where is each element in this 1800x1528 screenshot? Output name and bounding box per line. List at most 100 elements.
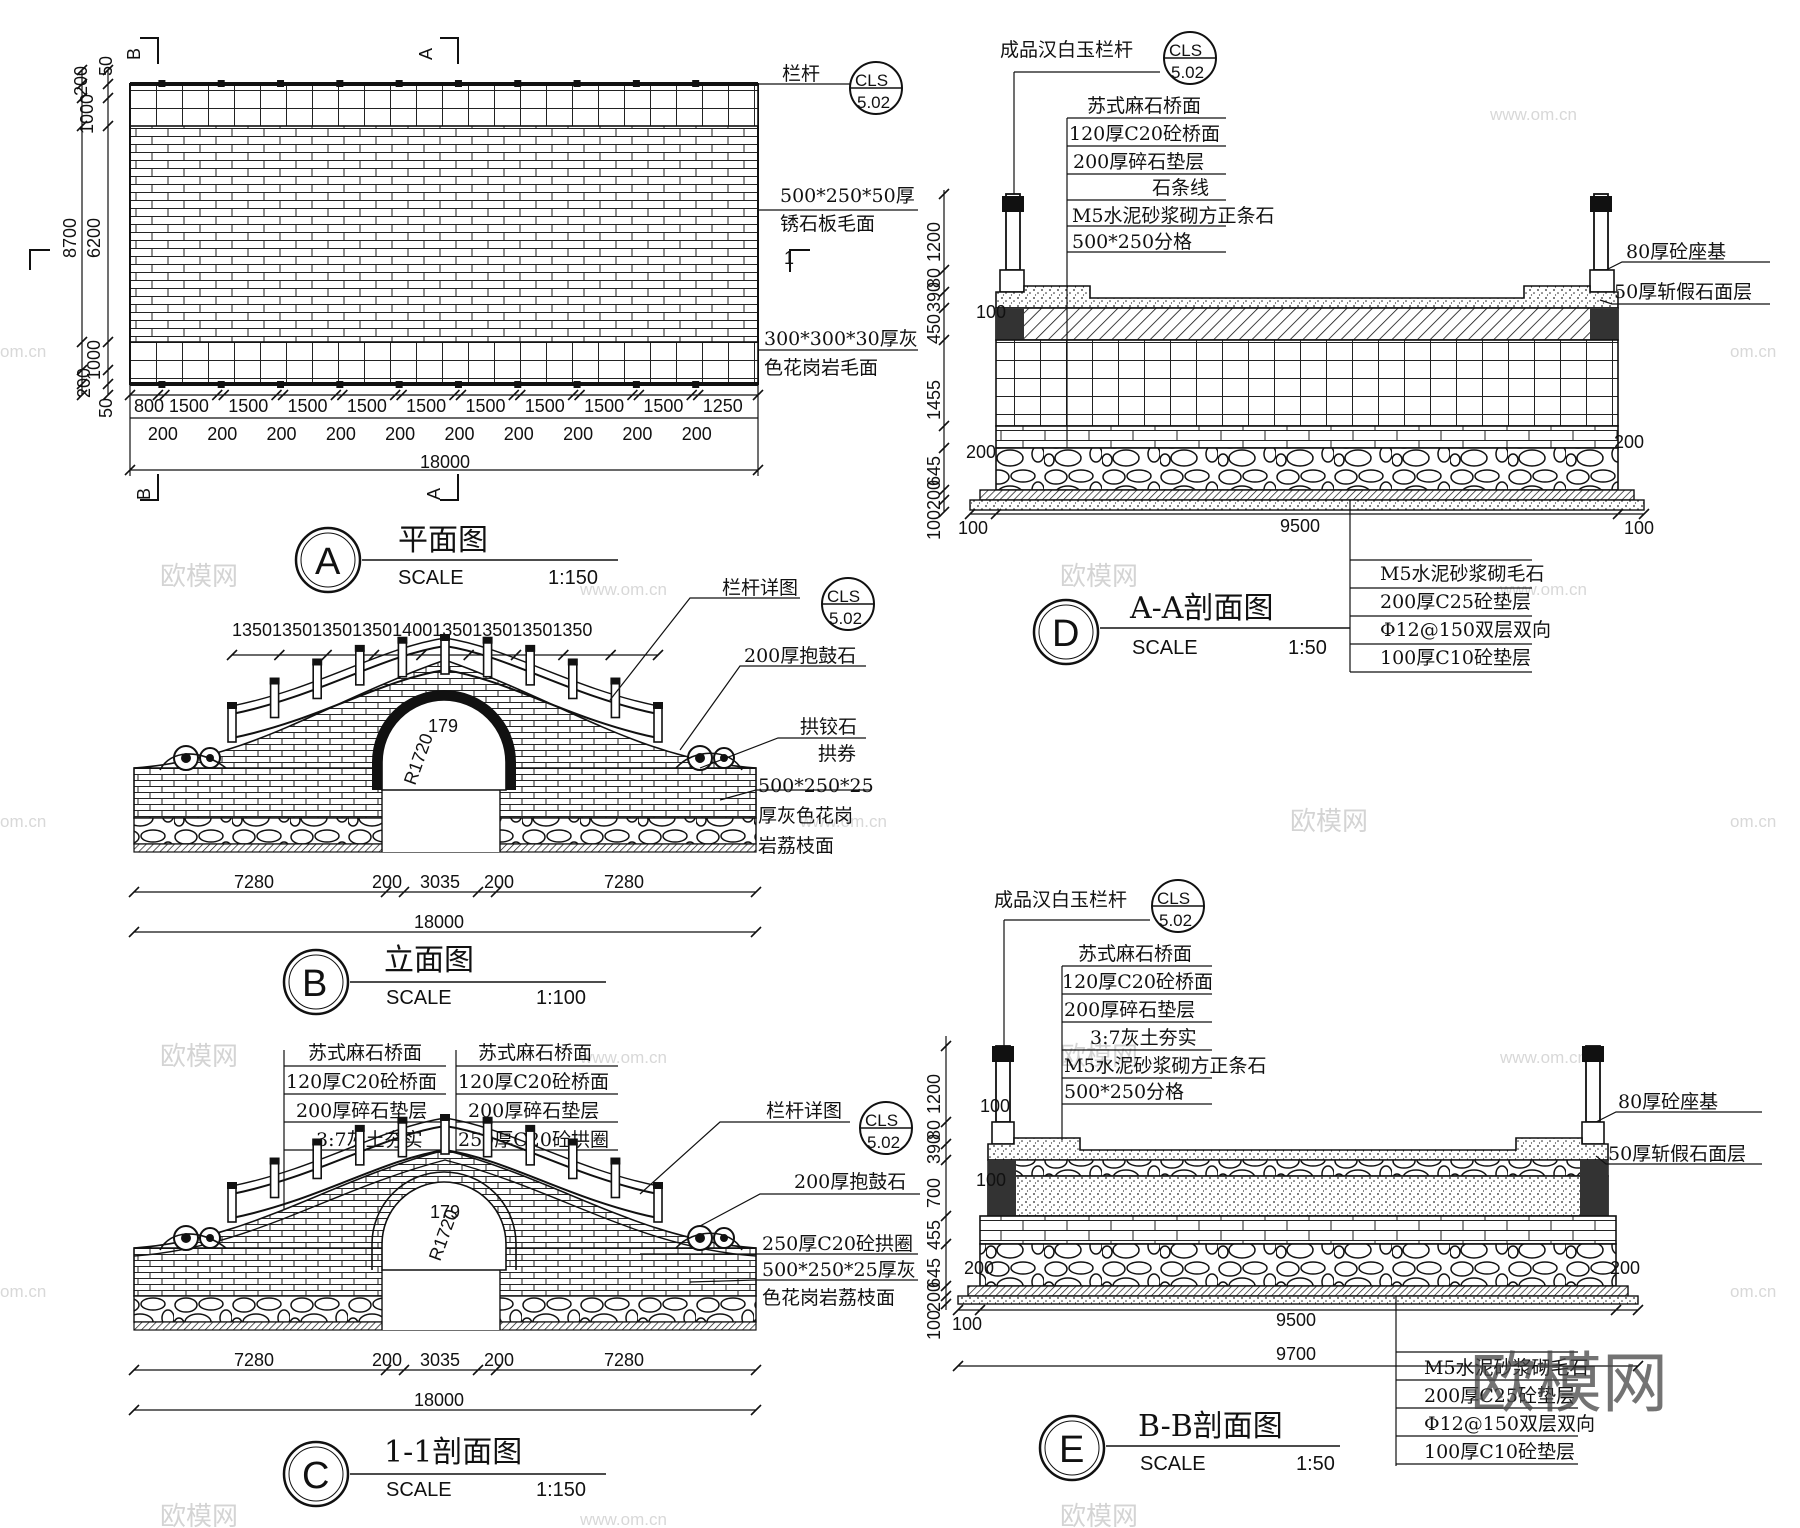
dim-tick [368,649,380,661]
railing-post [217,381,225,388]
railing-post-cap [440,1114,450,1121]
scale-label: SCALE [1132,637,1198,659]
section-a-a-view: 成品汉白玉栏杆 CLS 5.02 苏式麻石桥面 120厚C20砼桥面 200厚碎… [924,31,1770,673]
dim-tick [102,336,114,348]
watermark: 欧模网 [1060,1042,1138,1072]
dim-tick [128,1404,140,1416]
detail-ref-top: CLS [855,71,888,90]
section-dim: 200 [372,1350,402,1370]
railing-post-cap [312,1138,323,1146]
dim-tick [952,1304,964,1316]
plan-post-dim: 200 [444,424,474,444]
railing-post [692,381,700,388]
railing-post [277,381,285,388]
dim-tick [396,389,408,401]
watermark: 欧模网 [160,1502,238,1528]
section-total-length: 18000 [414,1390,464,1410]
dim-tick [750,1404,762,1416]
stack-label: Φ12@150双层双向 [1424,1413,1595,1435]
plan-post-dim: 200 [563,424,593,444]
dim-tick [952,1360,964,1372]
stack-label: 200厚碎石垫层 [468,1100,599,1122]
stack-label: M5水泥砂浆砌方正条石 [1072,205,1275,227]
plan-post-dim: 200 [148,424,178,444]
label-edge-stone: 色花岗岩毛面 [764,357,878,379]
section-1-1-scale: 1:150 [536,1479,586,1501]
stack-label: 3:7灰土夯实 [1090,1027,1197,1049]
railing-post-cap [397,1116,408,1124]
plan-post-dim: 200 [622,424,652,444]
dim-tick [336,389,348,401]
railing-post [269,1162,280,1199]
detail-ref-top: CLS [827,587,860,606]
dim-tick [750,926,762,938]
railing-post-cap [269,677,280,685]
stack-label: 500*250分格 [1064,1081,1184,1103]
section-b-b-view: 成品汉白玉栏杆 CLS 5.02 苏式麻石桥面 120厚C20砼桥面 200厚碎… [924,879,1762,1482]
plan-span-dim: 1500 [525,396,565,416]
dim-tick [102,364,114,376]
dim-tick [76,78,88,90]
plan-railing-top [129,83,759,127]
railing-post-cap [567,1138,578,1146]
stack-label: 100厚C10砼垫层 [1424,1441,1575,1463]
stack-label: M5水泥砂浆砌毛石 [1424,1357,1589,1379]
dim-tick [508,389,520,401]
stack-label: 苏式麻石桥面 [1078,943,1192,965]
plan-post-dim: 200 [504,424,534,444]
label-granite: 岩荔枝面 [758,835,834,857]
stack-label: 200厚C25砼垫层 [1380,591,1531,613]
dim-tick [415,649,427,661]
aa-bottom-dim: 100 [1624,518,1654,538]
dim-tick [270,389,283,401]
section-dim: 3035 [420,1350,460,1370]
stack-label: 苏式麻石桥面 [308,1042,422,1064]
dim-tick [938,334,950,346]
label-hinge-stone: 拱铰石 [800,716,857,738]
dim-tick [102,120,114,132]
railing-post [440,639,450,675]
bb-dim-left: 700 [924,1178,944,1208]
plan-dim-left: 1000 [84,340,104,380]
dim-tick [974,1304,986,1316]
dim-tick [398,886,410,898]
dim-tick [938,302,950,314]
railing-post [312,663,323,700]
label-railing-detail: 栏杆详图 [722,577,798,599]
section-dim: 200 [484,1350,514,1370]
section-dim: 7280 [604,1350,644,1370]
label-arch-ring: 拱券 [818,743,856,765]
detail-ref-bottom: 5.02 [1171,63,1204,82]
label-deck: 锈石板毛面 [780,213,875,235]
plan-view: B A B A 1 50 200 1000 6200 1000 200 50 8… [29,37,918,594]
railing-post [217,80,225,87]
railing-post [610,1162,621,1199]
railing-post-cap [653,1182,663,1189]
dim-tick [686,389,698,401]
bb-side-dim: 200 [964,1258,994,1278]
arch-rise: 179 [428,716,458,736]
aa-dim-left: 80 [924,268,944,288]
dim-tick [398,1364,410,1376]
aa-dim-left: 1200 [924,222,944,262]
watermark: 欧模网 [1060,1502,1138,1528]
label-seat-base: 80厚砼座基 [1626,241,1726,263]
railing-post [158,80,166,87]
label-granite: 500*250*25 [758,775,874,797]
stack-label: Φ12@150双层双向 [1380,619,1551,641]
dim-tick [510,649,522,661]
stack-label: M5水泥砂浆砌毛石 [1380,563,1545,585]
dim-tick [692,389,704,401]
label-granite: 厚灰色花岗 [758,805,853,827]
dim-tick [128,1364,140,1376]
stack-label: 120厚C20砼桥面 [1062,971,1213,993]
label-stone-face: 50厚斩假石面层 [1608,1143,1746,1165]
dim-tick [76,336,88,348]
railing-post [525,650,536,686]
elev-railing-posts [227,634,663,743]
plan-span-dim: 1500 [643,396,683,416]
dim-tick [124,389,136,401]
arch-rise: 179 [430,1202,460,1222]
railing-post [482,641,493,678]
